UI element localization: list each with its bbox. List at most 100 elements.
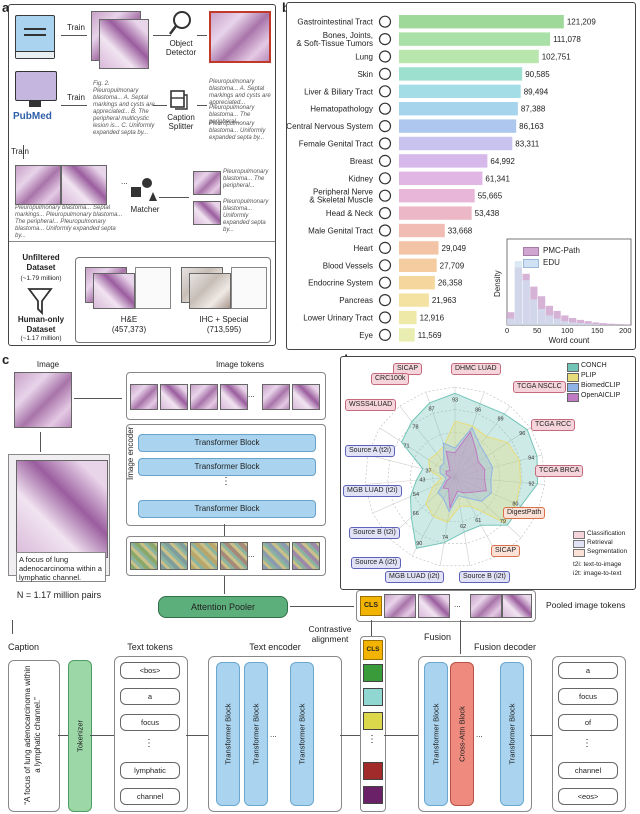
organ-icon [378,137,392,150]
bar [399,15,564,29]
value-label: 21,963 [432,296,457,305]
organ-icon [378,224,392,237]
transformer-block-label: Transformer Block [223,703,233,765]
split-text-1: Pleuropulmonary blastoma... A. Septal ma… [209,79,271,106]
category-label: Lung [355,53,373,62]
human-only-count: (~1.17 million) [20,335,62,342]
bar [399,189,475,203]
radar-axis-label: DigestPath [503,507,546,519]
matched-image [193,171,221,195]
radar-axis-label: SICAP [393,363,423,375]
transformer-block: Transformer Block [500,662,524,806]
inset-legend-label: EDU [543,258,560,267]
transformer-block: Transformer Block [244,662,268,806]
radar-grid-ring [409,431,501,522]
category-label: Liver & Biliary Tract [304,87,374,96]
image-token [292,384,320,410]
transformer-block-label: Transformer Block [251,703,261,765]
histogram-bar [592,324,600,325]
radar-spoke [379,427,456,478]
output-token: a [558,662,618,679]
arrow [159,197,189,199]
category-label: Blood Vessels [323,261,373,270]
legend-label: OpenAICLIP [581,392,621,399]
input-image [14,372,72,428]
histogram-bar [561,315,569,325]
computer-stand [29,101,41,107]
output-token: channel [558,762,618,779]
organ-icon [378,102,392,115]
matched-image [193,201,221,225]
histogram-bar [553,310,561,325]
inset-xtick: 150 [591,326,604,335]
arrow [61,105,87,107]
organ-icon [378,85,392,98]
figure-caption-text: Fig. 2. Pleuropulmonary blastoma... A. S… [93,81,155,136]
bar [399,310,417,325]
vertical-ellipsis: ⋮ [221,476,231,487]
fusion-label: Fusion [424,632,452,642]
organ-icon [378,67,392,81]
panel-label-b: b [282,0,290,15]
category-label: Breast [350,157,374,166]
histogram-bar [530,299,538,325]
text-tokens-title: Text tokens [127,642,173,652]
value-label: 83,311 [515,140,539,149]
radar-axis-label: SICAP [491,545,521,557]
cross-attn-label: Cross-Attn Block [457,706,467,762]
radar-series [437,426,494,513]
caption-overlay: A focus of lung adenocarcinoma within a … [16,552,106,582]
organ-icon [378,328,392,341]
bar [399,276,435,290]
radar-spoke [454,427,531,478]
arrow [460,620,462,654]
shapes-icon [129,175,159,203]
radar-spoke [454,454,543,478]
category-label: Female Genital Tract [299,140,374,149]
legend-swatch [567,373,579,382]
transformer-block: Transformer Block [138,458,316,476]
caption-title: Caption [8,642,40,652]
ellipsis: ... [476,730,483,739]
arrow [74,398,122,400]
ihc-label: IHC + Special [199,315,249,324]
radar-value-label: 90 [416,541,422,547]
pubmed-logo: PubMed [13,111,52,122]
output-token: <eos> [558,788,618,805]
radar-axis-label: MGB LUAD (t2i) [343,485,402,497]
transformer-block: Transformer Block [290,662,314,806]
ellipsis: ... [121,177,128,186]
inset-legend-edu [523,259,539,268]
value-label: 87,388 [521,105,546,114]
task-legend-swatch [573,531,585,539]
transformer-block-label: Transformer Block [297,703,307,765]
inset-xtick: 100 [561,326,574,335]
radar-axis-label: DHMC LUAD [451,363,501,375]
histogram-bar [615,324,623,325]
bar [399,328,415,342]
task-legend-swatch [573,540,585,548]
pooled-box [356,590,536,622]
arrow [197,105,207,107]
train-label-1: Train [67,23,85,32]
crop-image [15,165,61,205]
radar-axis-label: Source B (t2i) [349,527,400,539]
image-token [220,384,248,410]
dataset-image [16,460,108,558]
image-encoder-label: Image encoder [126,426,135,480]
radar-value-label: 62 [460,524,466,530]
radar-spoke [454,476,522,539]
output-tokens-box [552,656,626,812]
document-split-icon [169,89,189,111]
arrow [371,620,373,636]
cross-attn-block: Cross-Attn Block [450,662,474,806]
radar-value-label: 93 [452,397,458,403]
text-embedding-box [360,636,386,812]
histogram-bar [569,322,577,325]
radar-spoke [399,405,456,478]
radar-axis-label: TCGA BRCA [535,465,584,477]
inset-xtick: 200 [619,326,632,335]
organ-icon [378,172,392,185]
